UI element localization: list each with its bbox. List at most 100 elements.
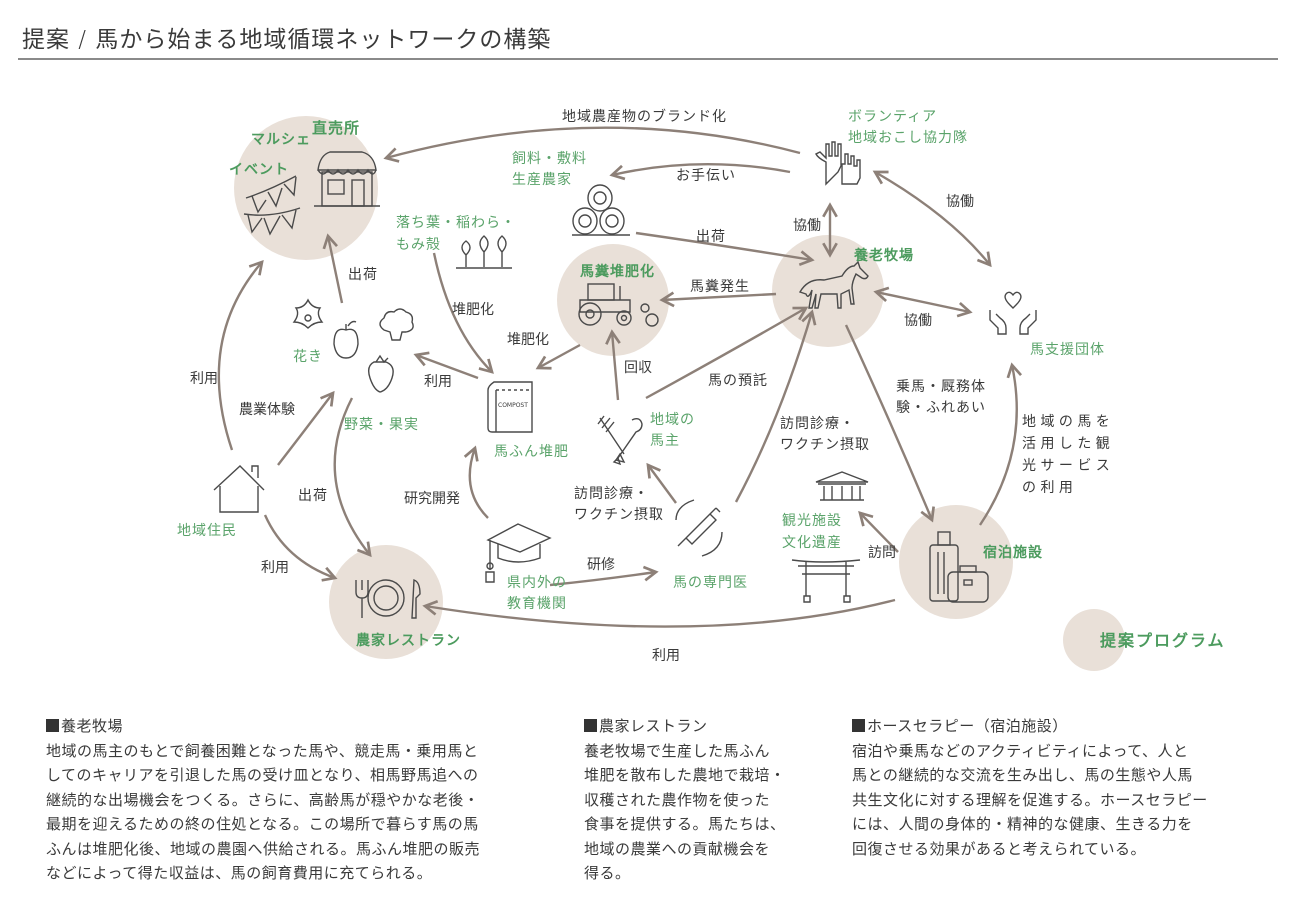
torii-icon (791, 559, 861, 603)
node-tourism-line2: 文化遺産 (782, 535, 842, 551)
edge-tourism-service: 地 域 の 馬 を 活 用 し た 観 光 サ ー ビ ス の 利 用 (1022, 414, 1110, 496)
node-chokubai-marche: マルシェ (251, 132, 311, 148)
arrow-training (549, 565, 659, 587)
edge-compost-leaves: 堆肥化 (452, 302, 494, 318)
apple-icon (333, 320, 359, 359)
edge-collect: 回収 (624, 360, 652, 376)
node-vet-title: 馬の専門医 (673, 575, 748, 591)
edge-use-residents: 利用 (261, 560, 289, 576)
arrow-collect (605, 329, 621, 401)
square-bullet-icon (46, 719, 59, 732)
house-icon (213, 465, 265, 513)
arrow-vet-owner (646, 462, 677, 504)
edge-ship-restaurant: 出荷 (298, 488, 328, 504)
arrow-use-compost (413, 351, 479, 380)
section-ranch-body: 地域の馬主のもとで飼養困難となった馬や、競走馬・乗用馬と してのキャリアを引退し… (46, 741, 481, 883)
edge-ship-hay: 出荷 (696, 229, 726, 245)
page-title: 提案 / 馬から始まる地域循環ネットワークの構築 (22, 27, 552, 53)
edge-ship-market: 出荷 (348, 267, 378, 283)
section-restaurant-heading: 農家レストラン (584, 714, 824, 739)
circle-lodging (899, 505, 1013, 619)
edge-manure: 馬糞発生 (690, 279, 750, 295)
arrow-collab-volunteer-support (872, 170, 992, 268)
node-fallen-leaves-line1: 落ち葉・稲わら・ (396, 215, 516, 231)
node-chokubai-title: 直売所 (312, 119, 361, 137)
tractor-icon (578, 283, 659, 327)
arrow-collab-support (873, 286, 973, 318)
node-flowers-title: 花き (293, 349, 323, 365)
hay-bales-icon (572, 184, 630, 236)
trees-icon (456, 235, 512, 269)
node-education-line2: 教育機関 (507, 596, 567, 612)
node-chokubai-event: イベント (229, 162, 289, 178)
node-tourism-line1: 観光施設 (782, 513, 842, 529)
shop-icon (314, 151, 380, 207)
legend-label: 提案プログラム (1100, 631, 1226, 650)
arrow-tourism-service (979, 362, 1023, 526)
arrow-vet-ranch (734, 309, 817, 503)
edge-rnd: 研究開発 (404, 491, 460, 507)
arrow-manure (659, 291, 777, 308)
arrow-compost-process (535, 343, 581, 370)
square-bullet-icon (852, 719, 865, 732)
node-residents-title: 地域住民 (177, 523, 237, 539)
graduation-cap-icon (485, 523, 552, 583)
circle-restaurant (329, 545, 443, 659)
museum-icon (815, 471, 869, 501)
node-ranch-title: 養老牧場 (854, 248, 914, 264)
node-feed-farmer-line1: 飼料・敷料 (512, 151, 587, 167)
section-horse-therapy-heading: ホースセラピー（宿泊施設） (852, 714, 1272, 739)
arrow-ship-market (322, 233, 344, 304)
node-produce-title: 野菜・果実 (344, 417, 419, 433)
arrow-use-left (217, 259, 264, 451)
gloves-icon (815, 141, 861, 186)
arrow-rnd (463, 445, 489, 519)
compost-bag-text: COMPOST (498, 402, 528, 409)
arrow-use-lodging (422, 598, 896, 628)
horse-icon (798, 260, 869, 309)
node-compost-title: 馬ふん堆肥 (494, 444, 569, 460)
node-owner-line2: 馬主 (650, 433, 680, 449)
node-feed-farmer-line2: 生産農家 (512, 172, 572, 188)
section-restaurant-body: 養老牧場で生産した馬ふん 堆肥を散布した農地で栽培・ 収穫された農作物を使った … (584, 741, 786, 883)
pitchfork-shovel-icon (597, 415, 643, 466)
arrow-consign (645, 306, 809, 400)
edge-collab-support: 協働 (904, 313, 932, 329)
circle-legend (1063, 609, 1125, 671)
edge-riding: 乗馬・厩務体 験・ふれあい (896, 379, 986, 416)
arrow-farm-experience (277, 390, 335, 466)
node-education-line1: 県内外の (507, 575, 567, 591)
node-volunteer-line2: 地域おこし協力隊 (848, 130, 968, 146)
arrow-use-residents (263, 514, 338, 582)
edge-vet-ranch: 訪問診療・ ワクチン摂取 (780, 416, 870, 453)
arrow-branding (383, 126, 801, 163)
node-volunteer-line1: ボランティア (848, 109, 938, 125)
syringe-icon (675, 499, 723, 557)
edge-visit: 訪問 (868, 545, 896, 561)
node-owner-line1: 地域の (650, 412, 695, 428)
node-fallen-leaves-line2: もみ殻 (396, 237, 441, 253)
arrow-ship-hay (635, 231, 815, 266)
arrow-riding (844, 324, 935, 523)
square-bullet-icon (584, 719, 597, 732)
arrow-ship-restaurant (333, 397, 372, 558)
node-restaurant-title: 農家レストラン (356, 633, 461, 649)
node-lodging-title: 宿泊施設 (983, 545, 1043, 561)
flower-icon (292, 298, 324, 329)
section-ranch: 養老牧場 地域の馬主のもとで飼養困難となった馬や、競走馬・乗用馬と してのキャリ… (46, 714, 556, 886)
arrow-visit (858, 511, 899, 553)
section-horse-therapy-body: 宿泊や乗馬などのアクティビティによって、人と 馬との継続的な交流を生み出し、馬の… (852, 741, 1208, 858)
strawberry-icon (367, 354, 394, 393)
edge-use-compost: 利用 (424, 374, 452, 390)
edge-consign: 馬の預託 (708, 373, 768, 389)
section-restaurant: 農家レストラン 養老牧場で生産した馬ふん 堆肥を散布した農地で栽培・ 収穫された… (584, 714, 824, 886)
network-diagram (213, 116, 1125, 671)
heart-hands-icon (989, 291, 1037, 335)
edge-collab-volunteer-support: 協働 (946, 194, 974, 210)
edge-use-left: 利用 (190, 371, 218, 387)
suitcase-icon (929, 531, 989, 603)
edge-farm-experience: 農業体験 (239, 402, 295, 418)
plate-cutlery-icon (355, 579, 421, 619)
section-ranch-heading: 養老牧場 (46, 714, 556, 739)
edge-help: お手伝い (676, 168, 736, 184)
